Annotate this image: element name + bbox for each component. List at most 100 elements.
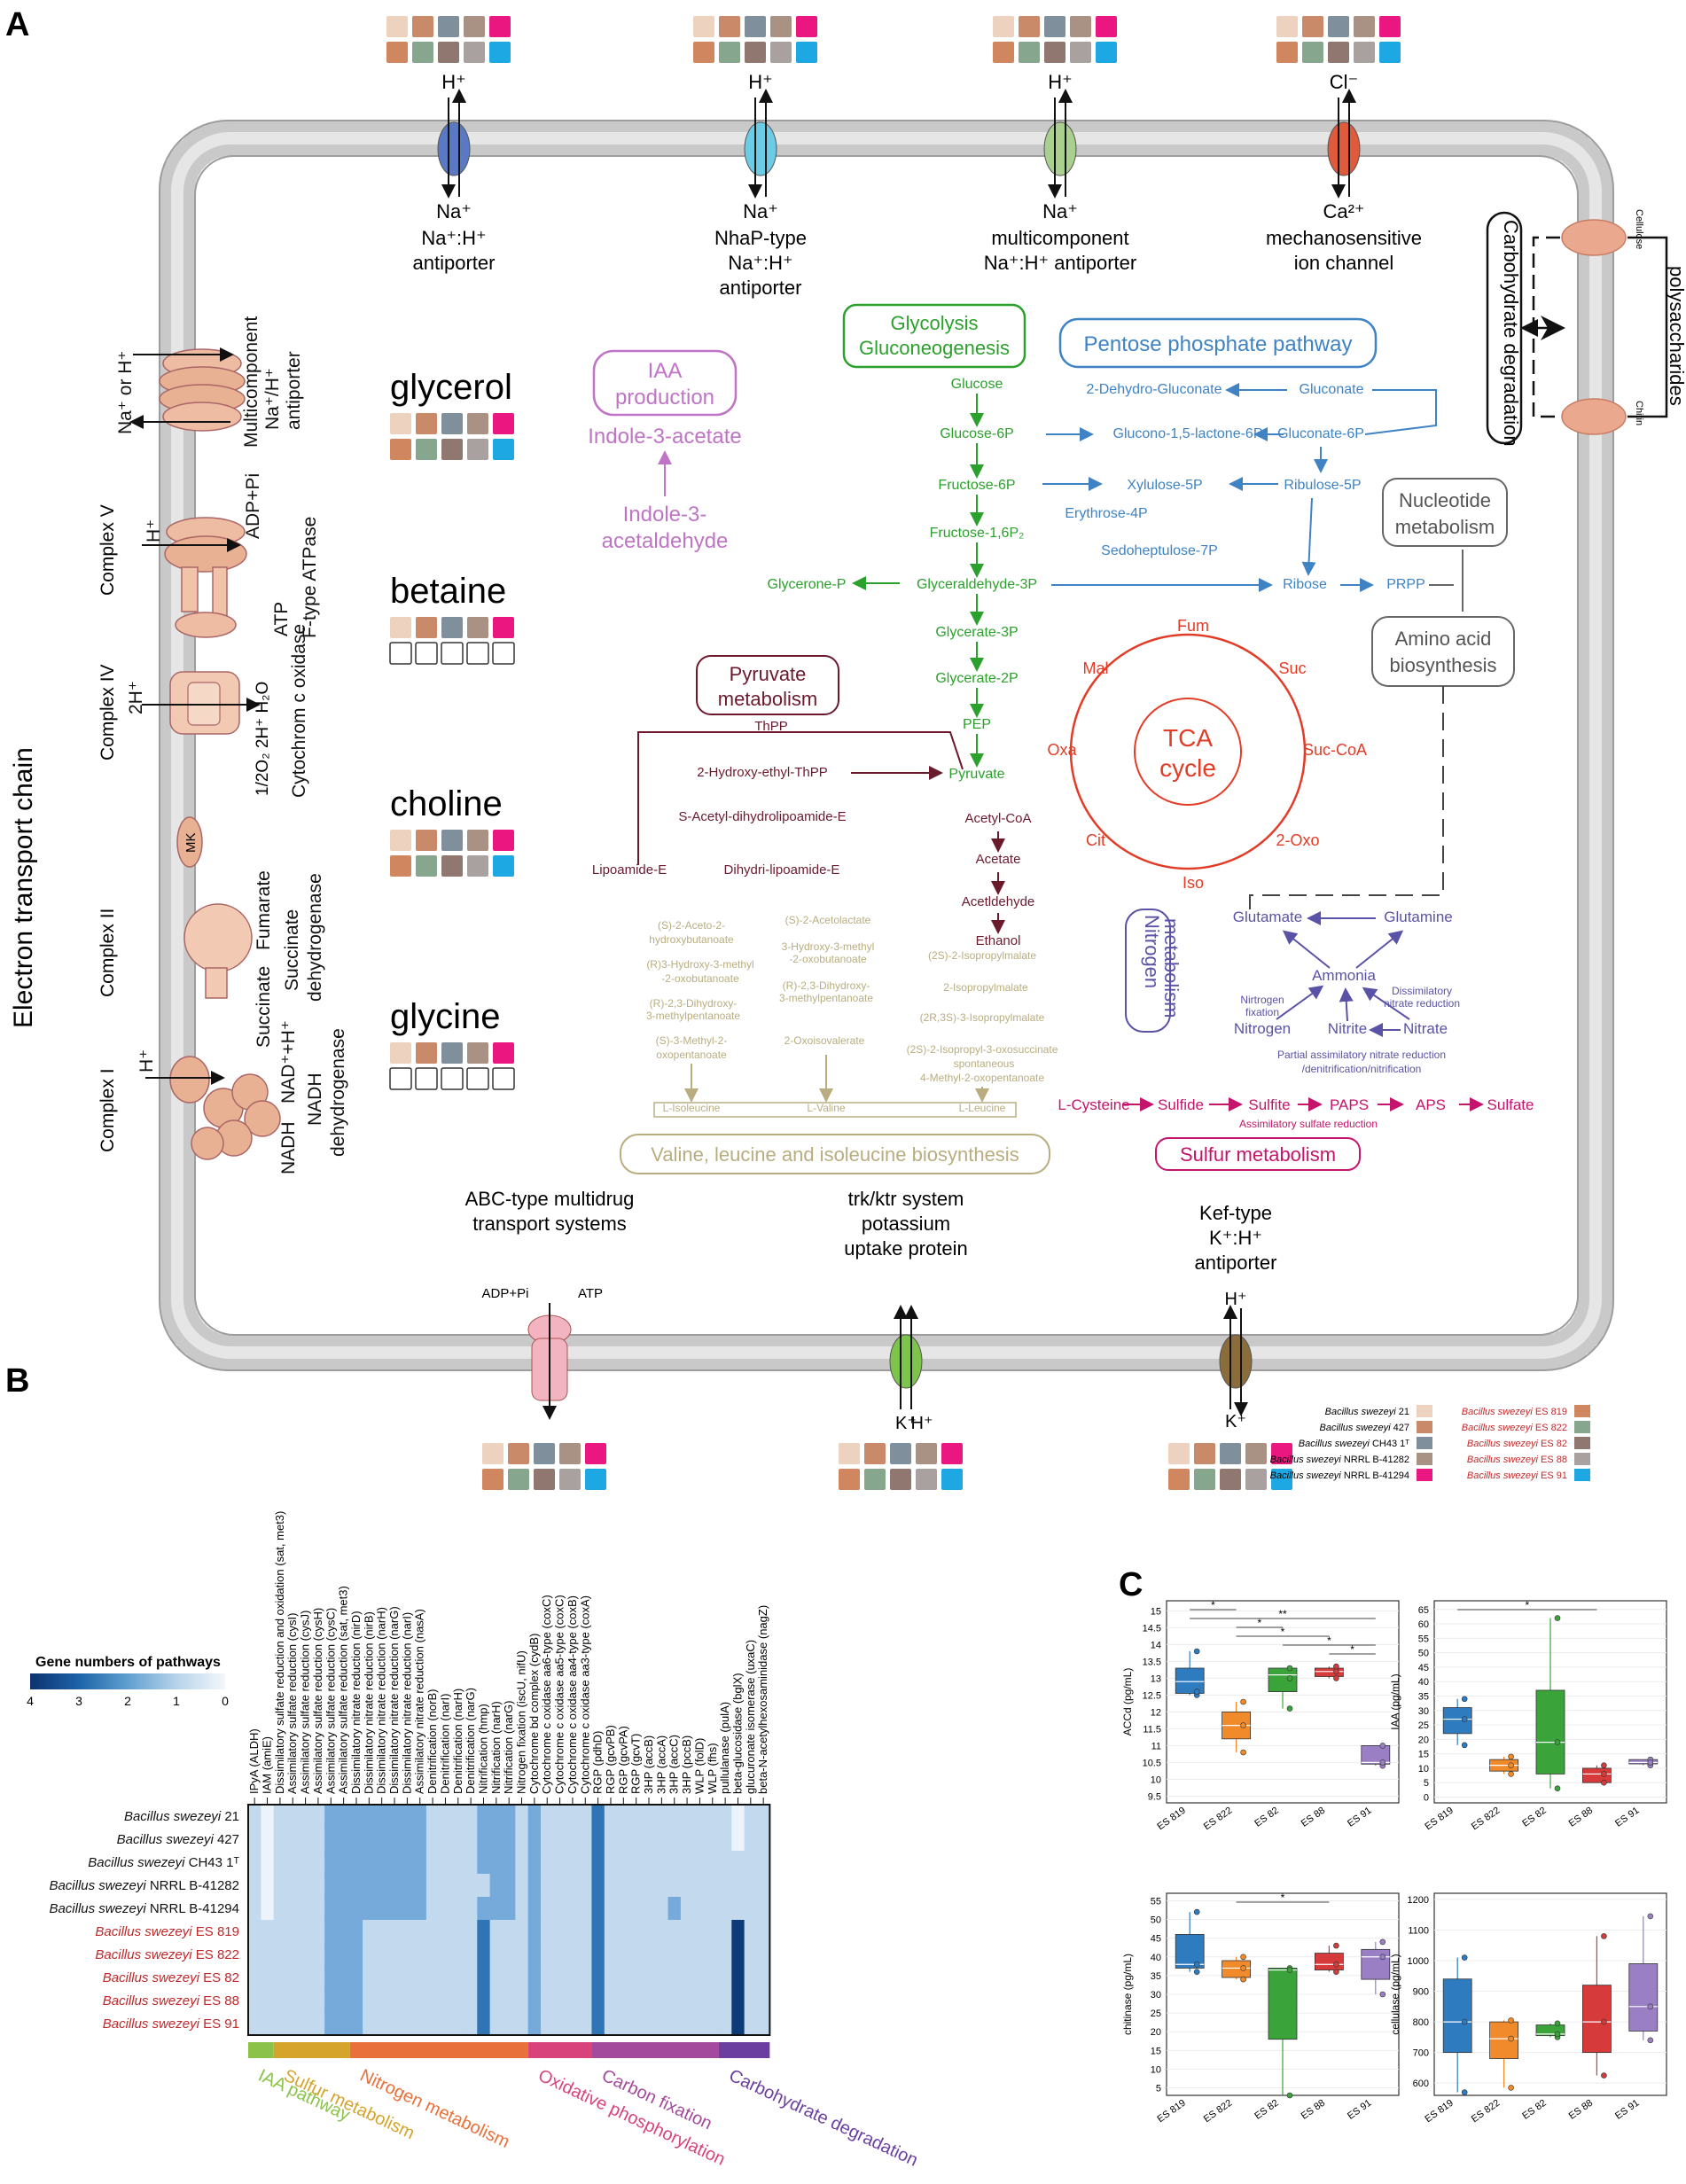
transporter-name: antiporter	[720, 277, 802, 299]
nadh-name-2: dehydrogenase	[328, 1028, 348, 1157]
heatmap-cell	[515, 1828, 528, 1852]
strain-square	[416, 617, 437, 638]
heatmap-column-label: 3HP (accC)	[667, 1735, 681, 1794]
metabolic-pathways: GlycolysisGluconeogenesisGlucoseGlucose-…	[592, 303, 1534, 1174]
strain-square	[1019, 42, 1040, 63]
transporter-name: antiporter	[1195, 1252, 1277, 1274]
strain-square	[390, 413, 411, 434]
heatmap-cell	[387, 1966, 402, 1990]
heatmap-cell	[553, 2012, 567, 2036]
y-tick-label: 10	[1151, 2064, 1161, 2075]
heatmap-cell	[477, 1851, 490, 1875]
heatmap-cell	[286, 1828, 300, 1852]
y-tick-label: 10.5	[1143, 1758, 1161, 1768]
strain-square	[1044, 16, 1065, 37]
heatmap-column-label: Cytochrome c oxidase aa5-type (coxC)	[553, 1595, 566, 1794]
abc-atp: ATP	[578, 1286, 603, 1301]
data-point	[1601, 1762, 1607, 1768]
heatmap-cell	[425, 1920, 440, 1944]
heatmap-cell	[324, 2012, 338, 2036]
nitrogen-node: Glutamate	[1233, 909, 1302, 925]
strain-square	[1271, 1469, 1292, 1490]
heatmap-cell	[757, 1828, 770, 1852]
y-axis-label: IAA (pg/mL)	[1389, 1673, 1401, 1729]
heatmap-cell	[604, 1828, 618, 1852]
heatmap-cell	[503, 1966, 516, 1990]
nucleotide-link	[1429, 550, 1464, 612]
heatmap-column-label: RGP (gcvPA)	[616, 1726, 629, 1794]
heatmap-cell	[387, 2012, 402, 2036]
heatmap-cell	[642, 1897, 656, 1921]
heatmap-cell	[286, 1989, 300, 2013]
nitrogen-node: Nirtrogen	[1240, 994, 1284, 1006]
heatmap-cell	[375, 1897, 389, 1921]
heatmap-cell	[591, 1989, 605, 2013]
data-point	[1461, 1716, 1468, 1722]
heatmap-cell	[439, 1920, 452, 1944]
heatmap-cell	[527, 1966, 542, 1990]
strain-square	[890, 1469, 911, 1490]
transporter-name: Na⁺:H⁺ antiporter	[984, 252, 1136, 274]
strain-square	[1276, 42, 1298, 63]
box	[1175, 1667, 1205, 1694]
sdh-succinate: Succinate	[254, 966, 274, 1048]
box	[1582, 1767, 1612, 1783]
pathway-arrow	[1339, 987, 1354, 1022]
heatmap-cell	[566, 1874, 580, 1898]
legend-swatch	[1417, 1421, 1432, 1433]
y-tick-label: 1000	[1408, 1956, 1429, 1967]
transporter-strain-grid	[386, 16, 511, 63]
heatmap-cell	[286, 1966, 300, 1990]
heatmap-row-label: Bacillus swezeyi NRRL B-41294	[49, 1901, 239, 1916]
heatmap-cell	[706, 1966, 720, 1990]
heatmap-column-label: Cytochrome c oxidase aa4-type (coxB)	[566, 1595, 579, 1794]
heatmap-cell	[693, 1851, 706, 1875]
legend-strain-left: Bacillus swezeyi CH43 1ᵀ	[1299, 1439, 1409, 1449]
aminoacid-title-2: biosynthesis	[1389, 654, 1496, 676]
heatmap-cell	[439, 1943, 452, 1967]
x-tick-label: ES 82	[1253, 2098, 1280, 2122]
transporter-ion: H⁺	[911, 1414, 933, 1433]
heatmap-cell	[286, 1897, 300, 1921]
heatmap-cell	[706, 1805, 720, 1829]
heatmap-cell	[375, 1943, 389, 1967]
bcaa-title: Valine, leucine and isoleucine biosynthe…	[651, 1143, 1019, 1166]
aminoacid-title-1: Amino acid	[1395, 628, 1492, 650]
aminoacid-dashed-link	[1249, 686, 1444, 911]
box	[1582, 1985, 1612, 2054]
bcaa-node: L-Leucine	[959, 1102, 1006, 1114]
strain-square	[390, 855, 411, 877]
heatmap-cell	[706, 2012, 720, 2036]
osmolyte-choline: choline	[390, 784, 503, 823]
heatmap-cell	[757, 1966, 770, 1990]
heatmap-cell	[515, 1805, 528, 1829]
y-tick-label: 30	[1418, 1706, 1429, 1717]
heatmap-cell	[413, 1989, 427, 2013]
strain-square	[1302, 42, 1323, 63]
bcaa-node: hydroxybutanoate	[649, 933, 734, 946]
heatmap-cell	[375, 1874, 389, 1898]
heatmap-cell	[553, 1943, 567, 1967]
heatmap-cell	[401, 1966, 414, 1990]
strain-square	[390, 617, 411, 638]
y-tick-label: 0	[1424, 1792, 1429, 1803]
sulfur-subtitle: Assimilatory sulfate reduction	[1239, 1118, 1378, 1130]
glycolysis-node: Fructose-6P	[938, 478, 1015, 493]
multicomponent-ions: Na⁺ or H⁺	[115, 350, 136, 434]
transporter-ion-in: H⁺	[748, 71, 773, 93]
atpase-atp: ATP	[271, 602, 292, 636]
sdh-name-1: Succinate	[282, 909, 302, 991]
heatmap-cell	[693, 1943, 706, 1967]
heatmap-cell	[451, 1920, 465, 1944]
heatmap-cell	[680, 1805, 694, 1829]
pyruvate-node: Dihydri-lipoamide-E	[724, 862, 840, 878]
pyruvate-loop	[637, 731, 964, 865]
heatmap-cell	[413, 1897, 427, 1921]
nucleotide-title-2: metabolism	[1395, 516, 1495, 538]
glycolysis-node: Glucose	[951, 377, 1003, 392]
heatmap-cell	[439, 2012, 452, 2036]
heatmap-cell	[248, 1805, 261, 1829]
heatmap-cell	[489, 1805, 503, 1829]
data-point	[1647, 1913, 1654, 1920]
heatmap-cell	[604, 1874, 618, 1898]
